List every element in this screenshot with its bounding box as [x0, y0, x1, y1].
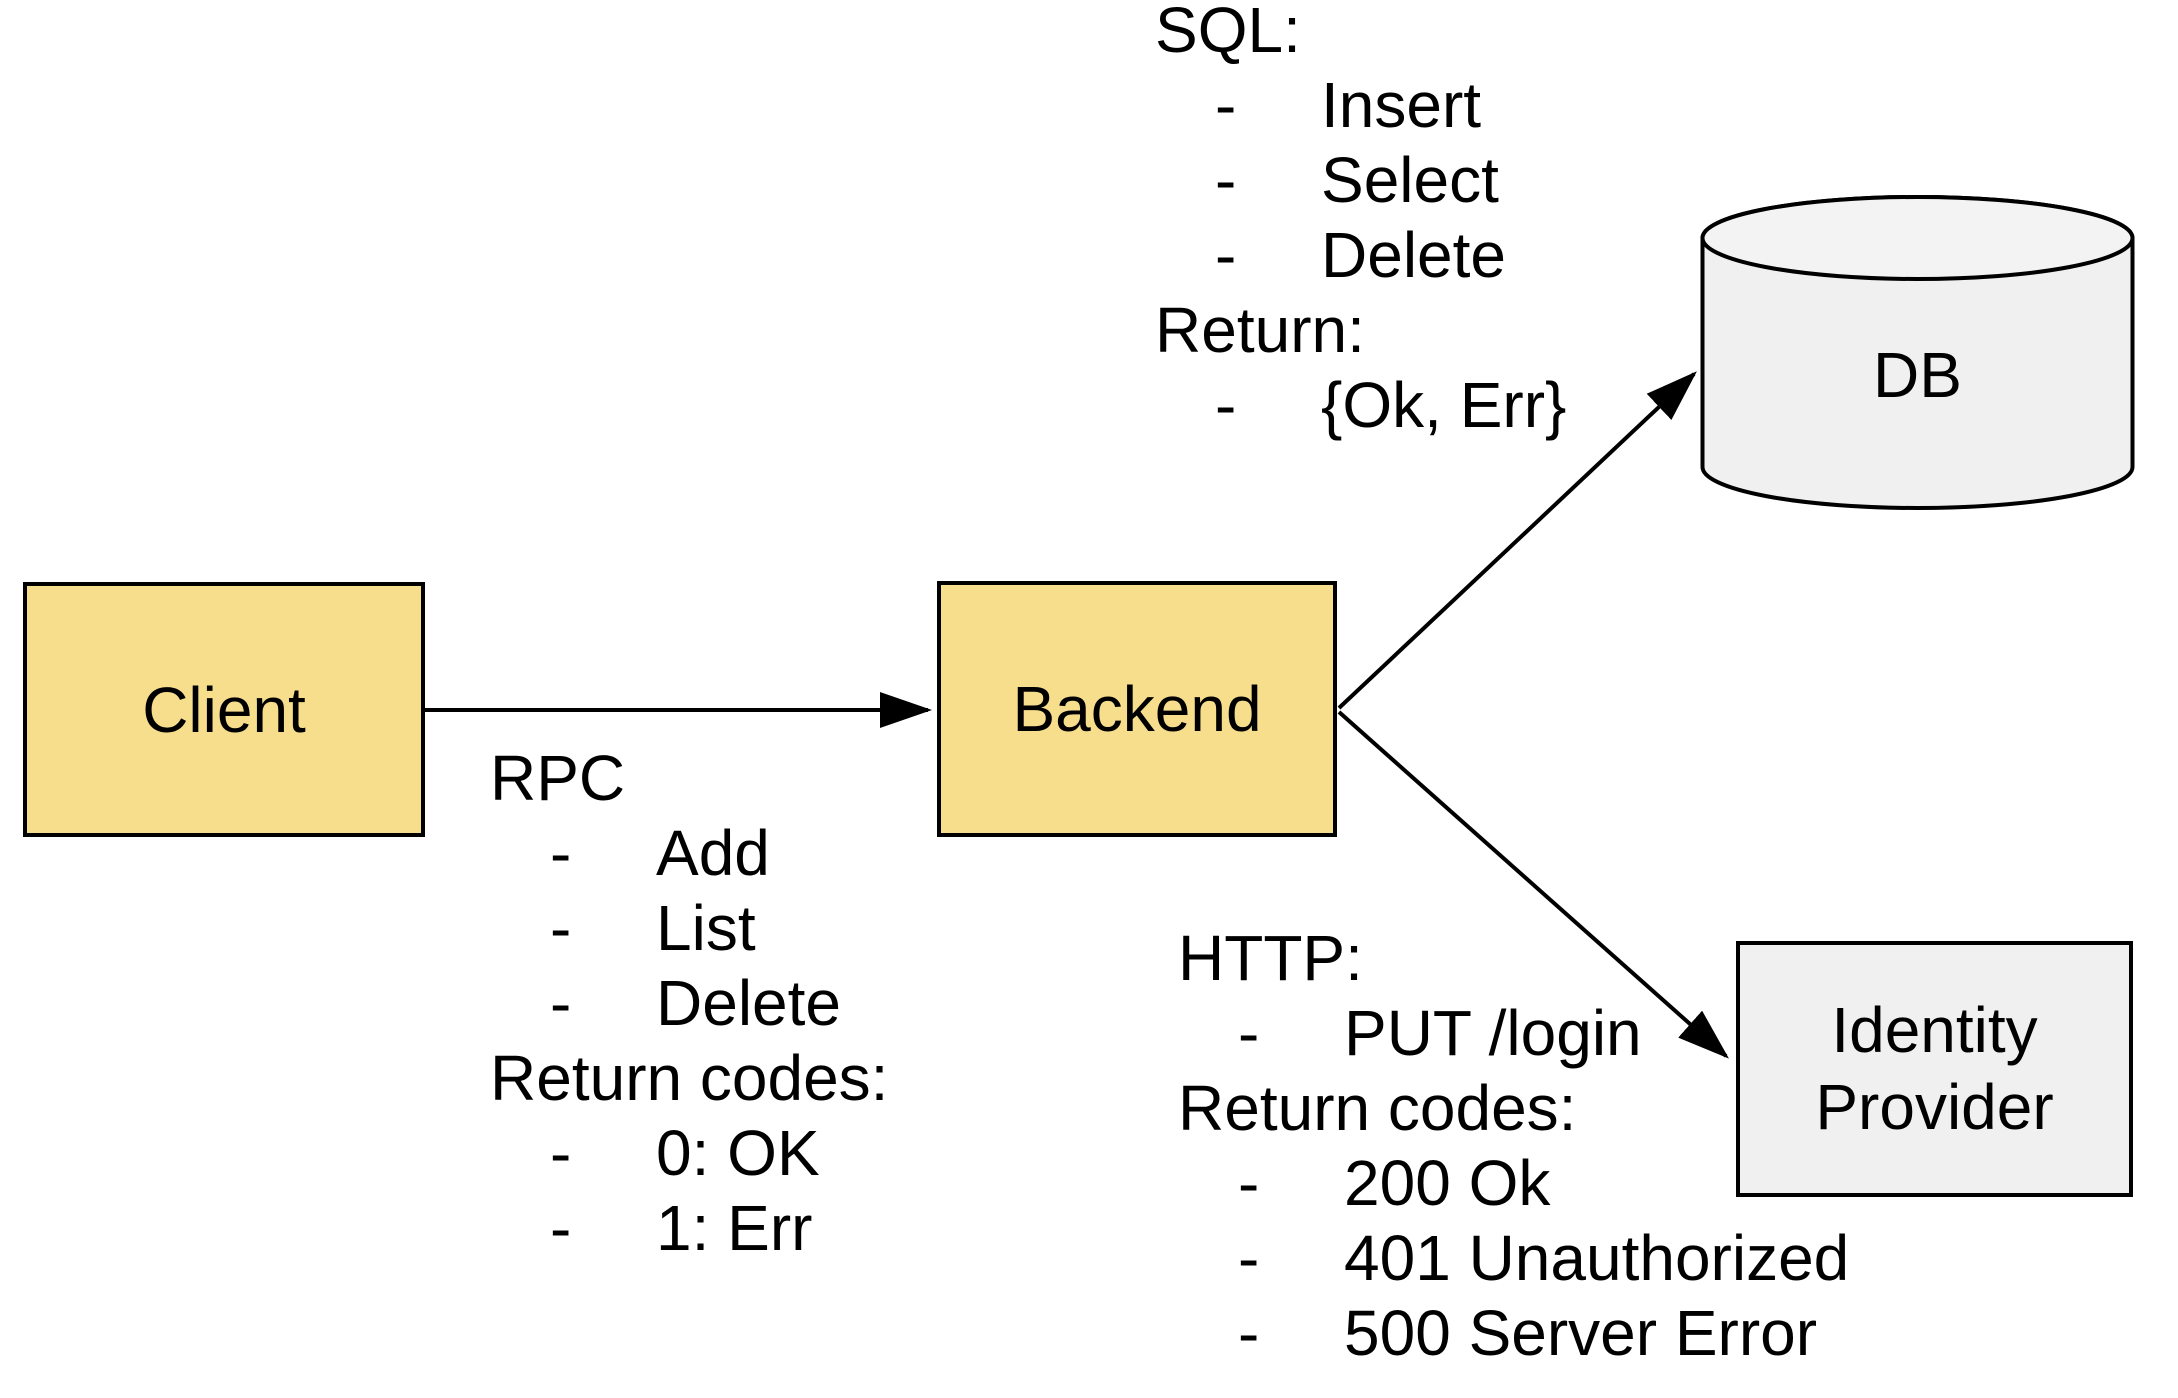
bullet-dash: - — [1238, 1147, 1260, 1219]
annotation-http-item: - 500 Server Error — [1238, 1297, 1818, 1369]
annotation-http-return-header: Return codes: — [1178, 1072, 1577, 1144]
annotation-http-item: - 200 Ok — [1238, 1147, 1551, 1219]
bullet-dash: - — [1215, 69, 1237, 141]
annotation-http-header: HTTP: — [1178, 922, 1363, 994]
annotation-sql-item: - {Ok, Err} — [1215, 369, 1567, 441]
annotation-sql-item: - Insert — [1215, 69, 1482, 141]
bullet-dash: - — [550, 1117, 572, 1189]
bullet-dash: - — [1238, 997, 1260, 1069]
bullet-dash: - — [550, 892, 572, 964]
annotation-http-item: - PUT /login — [1238, 997, 1642, 1069]
bullet-dash: - — [550, 967, 572, 1039]
bullet-dash: - — [550, 817, 572, 889]
node-client: Client — [23, 582, 425, 837]
bullet-dash: - — [1215, 369, 1237, 441]
node-identity-provider-label: Identity Provider — [1815, 994, 2054, 1143]
annotation-sql-return-header: Return: — [1155, 294, 1365, 366]
annotation-sql: SQL: - Insert - Select - Delete Return: … — [1155, 0, 1566, 443]
annotation-sql-header: SQL: — [1155, 0, 1301, 66]
node-client-label: Client — [142, 673, 306, 746]
node-identity-provider: Identity Provider — [1736, 941, 2133, 1197]
node-backend-label: Backend — [1012, 673, 1262, 745]
annotation-rpc: RPC - Add - List - Delete Return codes: … — [490, 741, 888, 1266]
annotation-rpc-item: - 0: OK — [550, 1117, 820, 1189]
annotation-http-item: - 401 Unauthorized — [1238, 1222, 1850, 1294]
bullet-dash: - — [1215, 144, 1237, 216]
annotation-sql-item: - Delete — [1215, 219, 1506, 291]
bullet-dash: - — [1238, 1297, 1260, 1369]
annotation-rpc-item: - Add — [550, 817, 770, 889]
annotation-rpc-item: - List — [550, 892, 756, 964]
annotation-rpc-return-header: Return codes: — [490, 1042, 889, 1114]
bullet-dash: - — [550, 1192, 572, 1264]
node-backend: Backend — [937, 581, 1337, 837]
bullet-dash: - — [1238, 1222, 1260, 1294]
annotation-http: HTTP: - PUT /login Return codes: - 200 O… — [1178, 921, 1849, 1371]
annotation-rpc-header: RPC — [490, 742, 626, 814]
bullet-dash: - — [1215, 219, 1237, 291]
node-db-label: DB — [1873, 338, 1962, 411]
database-cylinder-icon — [1700, 195, 2135, 510]
annotation-rpc-item: - 1: Err — [550, 1192, 813, 1264]
annotation-sql-item: - Select — [1215, 144, 1499, 216]
node-db: DB — [1700, 195, 2135, 510]
annotation-rpc-item: - Delete — [550, 967, 841, 1039]
